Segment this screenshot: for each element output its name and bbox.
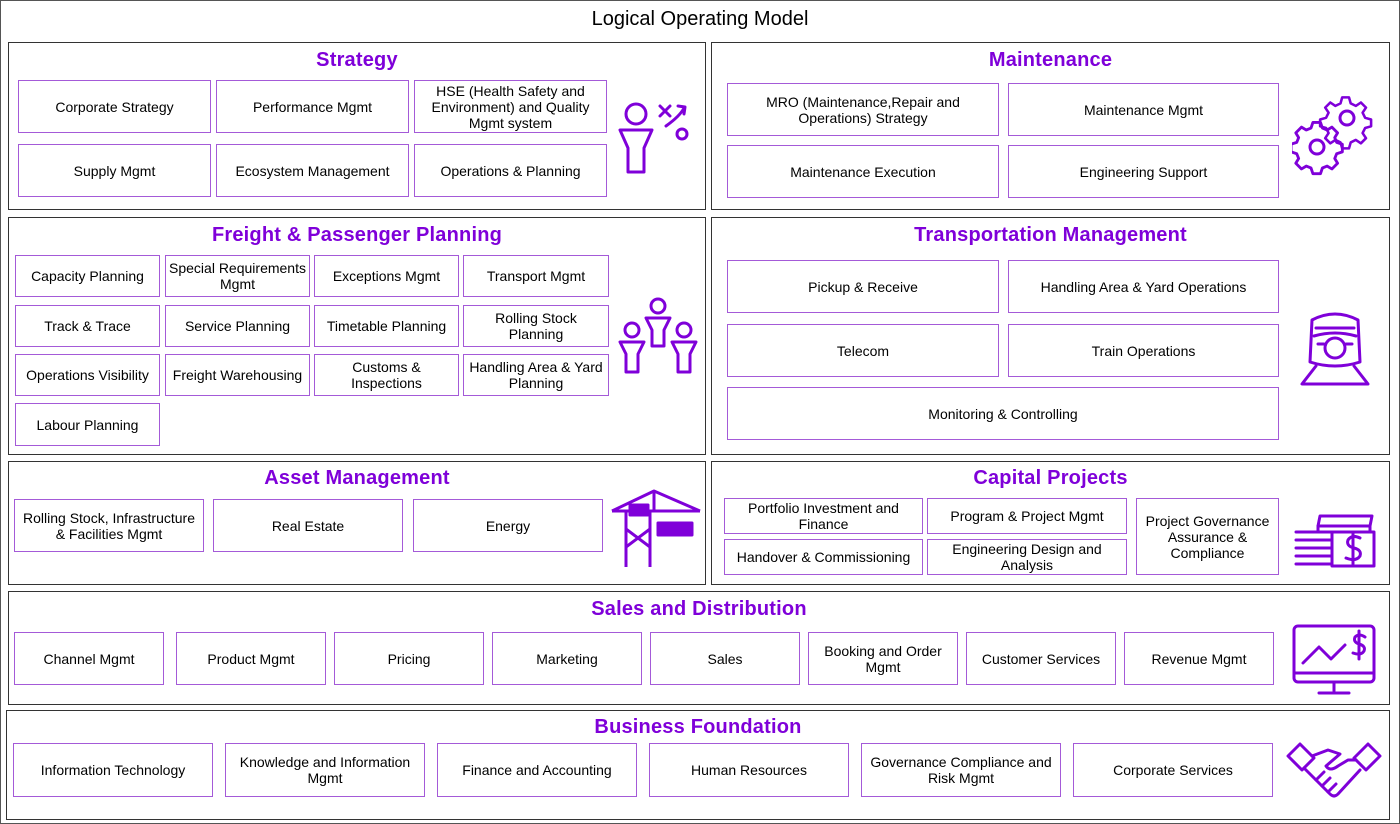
section-title: Capital Projects [973, 467, 1128, 489]
capability-box: Program & Project Mgmt [927, 498, 1127, 534]
capability-box: Telecom [727, 324, 999, 377]
page-title: Logical Operating Model [591, 8, 809, 30]
capability-box: Energy [413, 499, 603, 552]
capability-box: Corporate Services [1073, 743, 1273, 797]
capability-box: Engineering Design and Analysis [927, 539, 1127, 575]
money-stack-icon [1292, 512, 1378, 572]
capability-box: Project Governance Assurance & Complianc… [1136, 498, 1279, 575]
train-icon [1294, 306, 1376, 388]
capability-box: Sales [650, 632, 800, 685]
capability-box: Corporate Strategy [18, 80, 211, 133]
section-title: Business Foundation [594, 716, 802, 738]
capability-box: HSE (Health Safety and Environment) and … [414, 80, 607, 133]
capability-box: Human Resources [649, 743, 849, 797]
capability-box: Track & Trace [15, 305, 160, 347]
capability-box: Booking and Order Mgmt [808, 632, 958, 685]
capability-box: Labour Planning [15, 403, 160, 446]
capability-box: Supply Mgmt [18, 144, 211, 197]
capability-box: Knowledge and Information Mgmt [225, 743, 425, 797]
capability-box: Transport Mgmt [463, 255, 609, 297]
capability-box: Customer Services [966, 632, 1116, 685]
capability-box: Handover & Commissioning [724, 539, 923, 575]
capability-box: Maintenance Mgmt [1008, 83, 1279, 136]
monitor-chart-icon [1291, 623, 1377, 697]
section-title: Freight & Passenger Planning [211, 224, 503, 246]
section-title: Maintenance [988, 49, 1113, 71]
port-crane-icon [610, 489, 702, 569]
capability-box: Channel Mgmt [14, 632, 164, 685]
capability-box: Finance and Accounting [437, 743, 637, 797]
capability-box: Operations & Planning [414, 144, 607, 197]
capability-box: Train Operations [1008, 324, 1279, 377]
capability-box: Exceptions Mgmt [314, 255, 459, 297]
capability-box: Product Mgmt [176, 632, 326, 685]
gears-icon [1292, 94, 1374, 176]
section-title: Transportation Management [914, 224, 1187, 246]
capability-box: Marketing [492, 632, 642, 685]
capability-box: Rolling Stock Planning [463, 305, 609, 347]
capability-box: Freight Warehousing [165, 354, 310, 396]
capability-box: Service Planning [165, 305, 310, 347]
capability-box: Customs & Inspections [314, 354, 459, 396]
capability-box: Rolling Stock, Infrastructure & Faciliti… [14, 499, 204, 552]
capability-box: Special Requirements Mgmt [165, 255, 310, 297]
capability-box: Monitoring & Controlling [727, 387, 1279, 440]
capability-box: Pricing [334, 632, 484, 685]
capability-box: Governance Compliance and Risk Mgmt [861, 743, 1061, 797]
capability-box: Portfolio Investment and Finance [724, 498, 923, 534]
capability-box: Capacity Planning [15, 255, 160, 297]
capability-box: Timetable Planning [314, 305, 459, 347]
people-group-icon [616, 296, 700, 376]
capability-box: Information Technology [13, 743, 213, 797]
capability-box: Real Estate [213, 499, 403, 552]
strategy-person-icon [614, 98, 694, 178]
section-title: Strategy [316, 49, 398, 71]
capability-box: Operations Visibility [15, 354, 160, 396]
section-title: Asset Management [264, 467, 450, 489]
capability-box: Handling Area & Yard Planning [463, 354, 609, 396]
capability-box: Revenue Mgmt [1124, 632, 1274, 685]
capability-box: Performance Mgmt [216, 80, 409, 133]
capability-box: MRO (Maintenance,Repair and Operations) … [727, 83, 999, 136]
capability-box: Engineering Support [1008, 145, 1279, 198]
capability-box: Ecosystem Management [216, 144, 409, 197]
capability-box: Pickup & Receive [727, 260, 999, 313]
handshake-icon [1286, 738, 1382, 804]
section-title: Sales and Distribution [591, 598, 807, 620]
capability-box: Handling Area & Yard Operations [1008, 260, 1279, 313]
capability-box: Maintenance Execution [727, 145, 999, 198]
